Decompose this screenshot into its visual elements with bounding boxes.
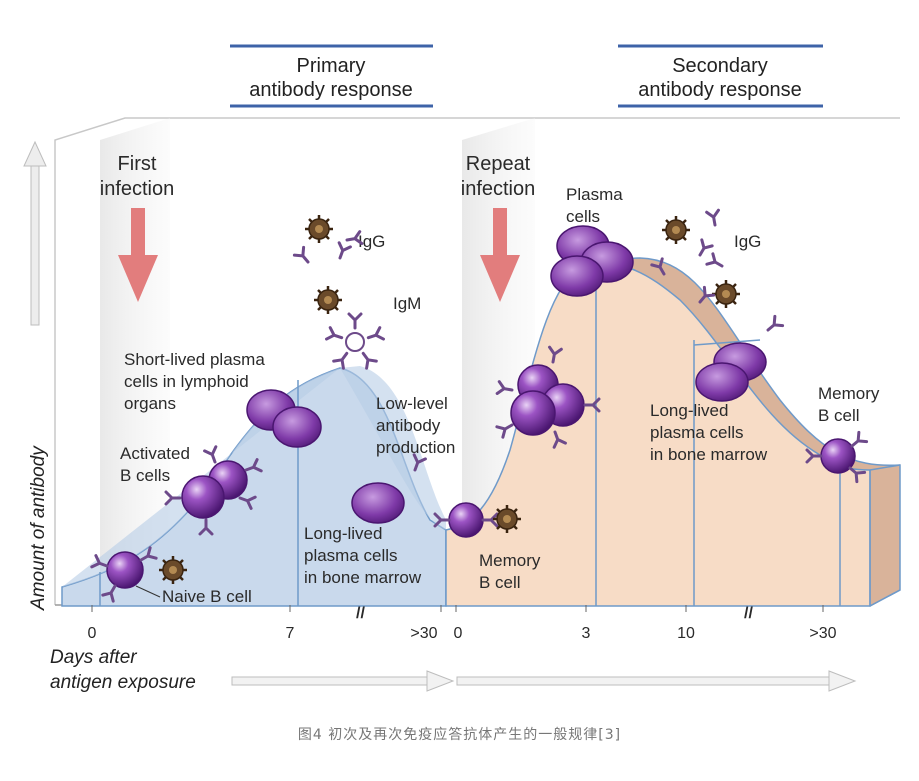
short-lived-label-3: organs [124,394,176,413]
plasma-cells-line2: cells [566,207,600,226]
x-axis-arrow-primary [232,671,453,691]
x-axis-arrow-secondary [457,671,855,691]
repeat-infection-line1: Repeat [466,153,531,175]
repeat-infection-line2: infection [461,178,536,200]
memory-2-line2: B cell [818,406,860,425]
memory-1-line2: B cell [479,573,521,592]
igg-label-primary: IgG [358,232,385,251]
long-lived-plasma-cell-icon [352,483,404,523]
secondary-header: Secondary antibody response [618,46,823,106]
igg-label-secondary: IgG [734,232,761,251]
first-infection-line1: First [118,153,157,175]
secondary-header-line1: Secondary [672,55,768,77]
x-axis-label-line2: antigen exposure [50,672,196,693]
igg-antigen-secondary-icon [662,216,690,244]
short-lived-label-1: Short-lived plasma [124,350,265,369]
tick-primary-0: 0 [88,625,97,642]
igg-antigen-icon [305,215,333,243]
plasma-cells-line1: Plasma [566,185,623,204]
axis-break-secondary: // [744,605,753,622]
low-level-label-1: Low-level [376,394,448,413]
igm-pentamer-icon [327,314,384,368]
long-lived-2-line1: Long-lived [650,401,728,420]
igm-label: IgM [393,294,421,313]
long-lived-2-line2: plasma cells [650,423,744,442]
primary-header-line1: Primary [297,55,366,77]
tick-primary-7: 7 [286,625,295,642]
x-axis-label-line1: Days after [50,647,137,668]
antigen-icon [159,556,187,584]
y-axis-arrow [24,142,46,325]
y-axis-label: Amount of antibody [28,445,49,611]
short-lived-label-2: cells in lymphoid [124,372,249,391]
first-infection-line2: infection [100,178,175,200]
memory-1-line1: Memory [479,551,541,570]
figure-caption: 图4 初次及再次免疫应答抗体产生的一般规律[3] [0,724,919,744]
tick-secondary-30: >30 [809,625,836,642]
long-lived-2-line3: in bone marrow [650,445,768,464]
tick-secondary-0: 0 [454,625,463,642]
secondary-header-line2: antibody response [638,79,801,101]
igm-antigen-icon [314,286,342,314]
activated-label-2: B cells [120,466,170,485]
low-level-label-2: antibody [376,416,441,435]
memory-2-line1: Memory [818,384,880,403]
tick-secondary-10: 10 [677,625,695,642]
tick-secondary-3: 3 [582,625,591,642]
naive-b-cell-label: Naive B cell [162,587,252,606]
axis-break-primary: // [356,605,365,622]
primary-header: Primary antibody response [230,46,433,106]
activated-label-1: Activated [120,444,190,463]
low-level-label-3: production [376,438,455,457]
primary-header-line2: antibody response [249,79,412,101]
tick-labels: 0 7 >30 0 3 10 >30 [88,605,837,642]
tick-primary-30: >30 [410,625,437,642]
long-lived-1-line1: Long-lived [304,524,382,543]
long-lived-1-line3: in bone marrow [304,568,422,587]
long-lived-1-line2: plasma cells [304,546,398,565]
